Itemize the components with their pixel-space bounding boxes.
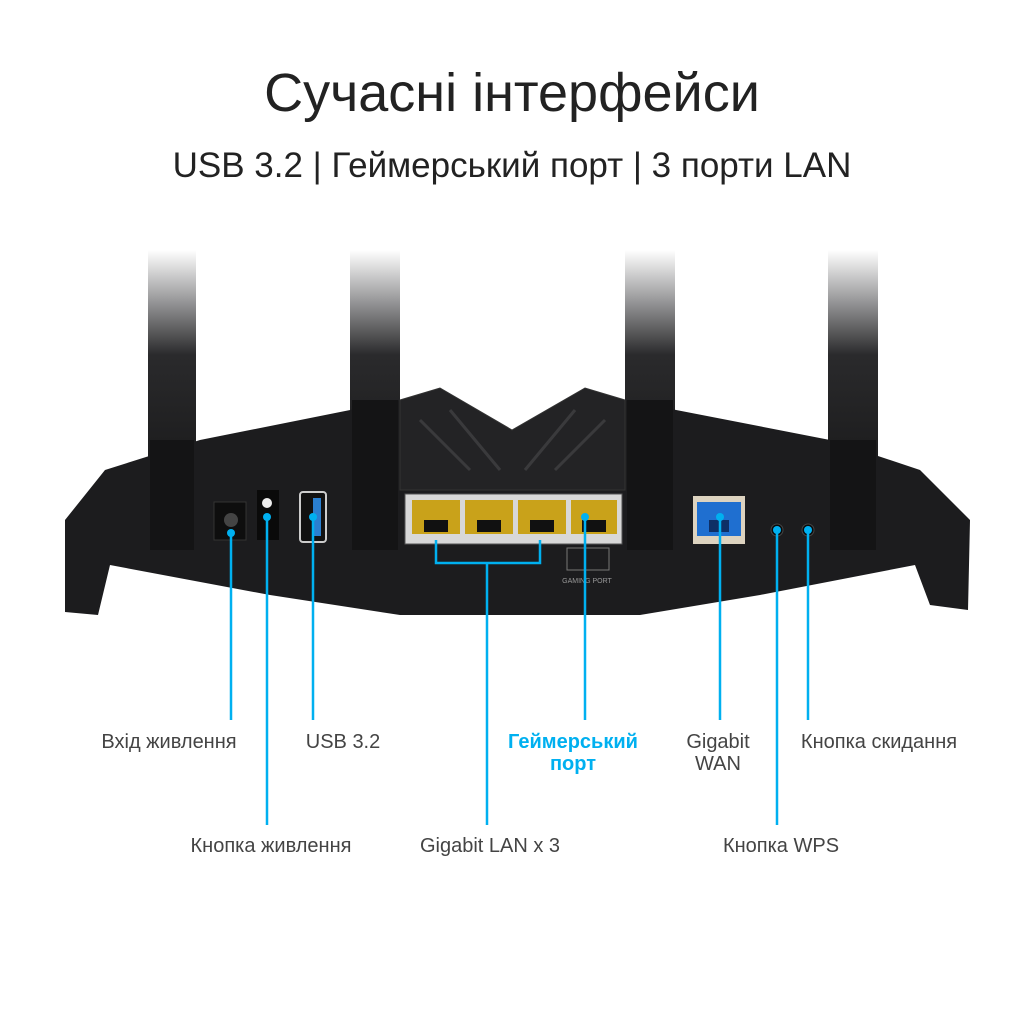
gaming-port-caption: GAMING PORT [562,578,612,585]
label-wan: Gigabit WAN [686,731,749,775]
label-gaming-port-line2: порт [549,753,597,775]
label-lan: Gigabit LAN x 3 [419,835,561,857]
lan-ports [412,500,617,534]
label-reset: Кнопка скидання [800,731,958,753]
label-usb: USB 3.2 [305,731,381,753]
label-power-button: Кнопка живлення [190,835,352,857]
page-title: Сучасні інтерфейси [264,63,760,123]
page-subtitle: USB 3.2 | Геймерський порт | 3 порти LAN [172,146,852,185]
callout-lines [229,517,810,825]
label-gaming-port-line1: Геймерський [508,731,638,753]
label-gaming-port: Геймерський порт [508,731,638,775]
label-wan-line1: Gigabit [686,731,750,753]
label-wan-line2: WAN [695,753,741,775]
label-wps: Кнопка WPS [722,835,840,857]
label-power-input: Вхід живлення [101,731,237,753]
